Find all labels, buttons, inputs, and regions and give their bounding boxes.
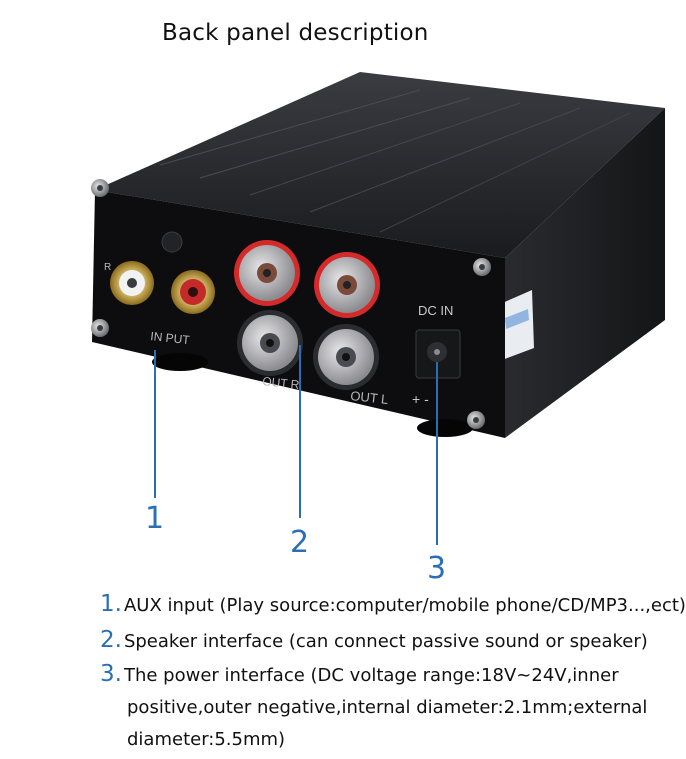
description-number: 2. [100,627,122,653]
foot-left [152,353,208,371]
description-item-2: 2.Speaker interface (can connect passive… [100,624,648,658]
description-text-continued: diameter:5.5mm) [127,729,286,750]
label-sticker [500,290,534,360]
description-number: 3. [100,661,122,687]
dc-power-jack [415,329,461,379]
case-side [505,108,665,438]
description-number: 1. [100,591,122,617]
case-top [95,72,665,258]
panel-screws [91,179,491,429]
back-panel [92,190,505,438]
rca-input-left [110,261,154,305]
binding-post-black-right [313,324,379,390]
page-title: Back panel description [162,20,429,46]
rca-input-right [171,270,215,314]
binding-post-red-right [314,252,380,318]
binding-post-black-left [237,310,303,376]
panel-label-dc-in: DC IN [418,303,453,318]
panel-label-r: R [104,262,111,273]
description-text: Speaker interface (can connect passive s… [123,631,648,652]
callout-number-2: 2 [290,525,309,560]
callout-number-1: 1 [145,501,164,536]
description-text-continued: positive,outer negative,internal diamete… [127,697,648,718]
panel-label-out-r: OUT R [262,374,301,392]
panel-label-polarity: + - [412,391,429,407]
binding-post-red-left [234,240,300,306]
foot-right [417,419,473,437]
description-text: AUX input (Play source:computer/mobile p… [123,595,686,616]
description-item-3: 3.The power interface (DC voltage range:… [100,658,647,756]
callout-number-3: 3 [427,551,446,586]
description-item-1: 1.AUX input (Play source:computer/mobile… [100,588,686,622]
amplifier-back-panel-photo: R IN PUT OUT R OUT L DC IN + - 1 2 3 [91,72,665,586]
description-text: The power interface (DC voltage range:18… [123,665,619,686]
panel-label-input: IN PUT [150,329,191,347]
small-knob [161,231,183,253]
panel-label-out-l: OUT L [350,388,389,407]
